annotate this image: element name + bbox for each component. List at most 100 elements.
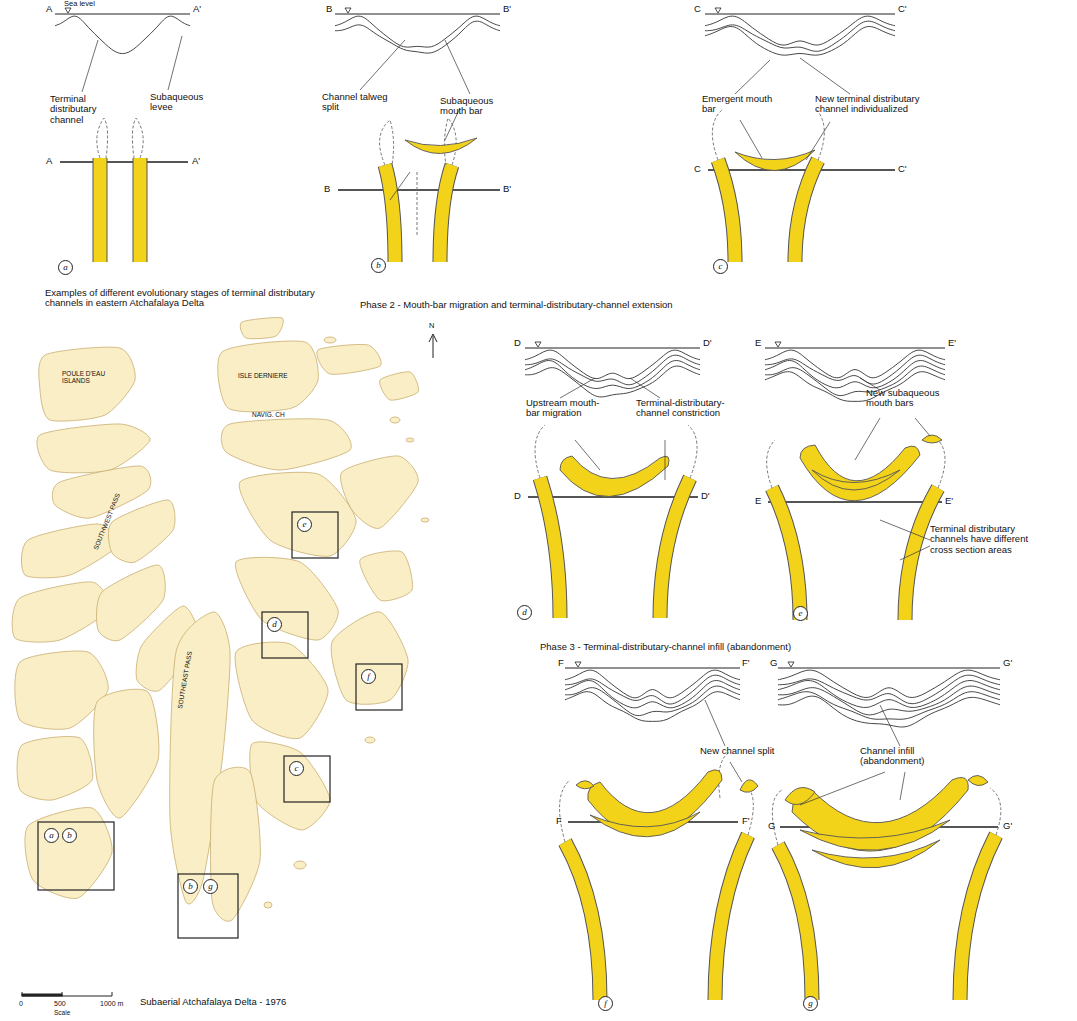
callout-circle: c bbox=[289, 761, 304, 776]
annotation: Terminal distributary channel bbox=[50, 94, 130, 125]
leader-line bbox=[806, 122, 830, 160]
leader-line bbox=[665, 440, 666, 480]
mouth-bar bbox=[740, 780, 758, 792]
section-letter: F bbox=[556, 816, 562, 826]
bathymetric-profile bbox=[765, 360, 945, 387]
map-label: 1000 m bbox=[100, 1000, 123, 1008]
callout-circle: f bbox=[598, 996, 613, 1011]
island bbox=[221, 419, 351, 470]
callout-circle: b bbox=[183, 879, 198, 894]
section-letter: B bbox=[324, 184, 330, 194]
section-letter: E bbox=[755, 496, 761, 506]
bathymetric-profile bbox=[335, 21, 500, 53]
annotation: Subaqueous mouth bar bbox=[440, 96, 512, 117]
callout-letter: e bbox=[799, 609, 803, 618]
sea-level-symbol bbox=[788, 662, 794, 667]
islet bbox=[294, 861, 306, 869]
annotation: New channel split bbox=[700, 746, 790, 756]
subaqueous-levee bbox=[440, 165, 452, 262]
callout-letter: g bbox=[208, 882, 213, 891]
section-letter: E' bbox=[945, 496, 953, 506]
islet bbox=[264, 902, 272, 908]
subaqueous-levee bbox=[718, 160, 735, 262]
levee-extension bbox=[990, 788, 1001, 835]
subaqueous-levee bbox=[385, 165, 395, 262]
callout-letter: c bbox=[295, 764, 299, 773]
annotation: Channel talweg split bbox=[322, 92, 394, 113]
section-line bbox=[768, 501, 942, 503]
bathymetric-profile bbox=[565, 692, 740, 722]
annotation: Upstream mouth-bar migration bbox=[526, 398, 608, 419]
callout-circle: f bbox=[361, 669, 376, 684]
mouth-bar bbox=[576, 781, 594, 789]
island bbox=[341, 456, 419, 529]
location-box bbox=[284, 756, 330, 802]
callout-circle: b bbox=[371, 258, 386, 273]
callout-letter: a bbox=[63, 263, 68, 272]
mouth-bar bbox=[968, 775, 988, 785]
leader-line bbox=[575, 440, 600, 470]
islet bbox=[406, 438, 414, 442]
section-letter: C' bbox=[898, 164, 907, 174]
callout-letter: f bbox=[367, 672, 370, 681]
section-line bbox=[708, 169, 895, 171]
islet bbox=[390, 417, 400, 423]
levee-extension bbox=[815, 108, 824, 160]
annotation: New subaqueous mouth bars bbox=[866, 388, 950, 409]
callout-circle: d bbox=[517, 605, 532, 620]
section-letter: C' bbox=[898, 4, 907, 14]
annotation: New terminal distributary channel indivi… bbox=[815, 94, 935, 115]
levee-extension bbox=[132, 118, 143, 158]
callout-circle: c bbox=[713, 259, 728, 274]
mouth-bar bbox=[785, 788, 815, 805]
subaqueous-levee bbox=[660, 478, 690, 618]
annotation: Emergent mouth bar bbox=[702, 94, 774, 115]
bathymetric-profile bbox=[565, 670, 740, 698]
cross-section bbox=[565, 662, 740, 721]
section-letter: D' bbox=[701, 491, 710, 501]
cross-section bbox=[335, 8, 500, 53]
section-letter: A' bbox=[193, 4, 201, 14]
cross-section bbox=[525, 342, 700, 397]
leader-line bbox=[705, 700, 725, 746]
section-letter: N bbox=[429, 322, 434, 330]
section-letter: B' bbox=[503, 184, 511, 194]
leader-line bbox=[800, 58, 850, 94]
callout-circle: g bbox=[803, 996, 818, 1011]
subaqueous-levee bbox=[960, 835, 996, 1000]
bathymetric-profile bbox=[778, 680, 1000, 707]
callout-letter: c bbox=[719, 262, 723, 271]
channel-banks bbox=[100, 158, 996, 1000]
leader-line bbox=[880, 520, 930, 540]
island bbox=[39, 347, 136, 421]
bathymetric-profile bbox=[525, 366, 700, 397]
sea-level-symbol bbox=[715, 8, 721, 13]
north-arrow bbox=[429, 334, 437, 358]
island bbox=[331, 612, 408, 704]
leader-line bbox=[915, 418, 930, 436]
map-label: Sea level bbox=[64, 0, 95, 8]
island bbox=[17, 737, 93, 801]
cross-section bbox=[705, 8, 895, 55]
callout-letter: a bbox=[49, 831, 54, 840]
callout-letter: g bbox=[808, 999, 813, 1008]
section-letter: B' bbox=[503, 4, 511, 14]
levee-extension bbox=[772, 790, 782, 845]
mouth-bar bbox=[922, 435, 942, 443]
leader-line bbox=[880, 705, 900, 746]
callout-letter: b bbox=[67, 831, 72, 840]
island bbox=[37, 424, 150, 473]
section-letter: D bbox=[514, 338, 521, 348]
leader-line bbox=[360, 40, 405, 90]
mouth-bar bbox=[735, 150, 815, 171]
bathymetric-profile bbox=[55, 16, 190, 53]
section-line bbox=[60, 161, 188, 163]
subaqueous-levee bbox=[715, 835, 748, 1000]
map-label: NAVIG. CH bbox=[252, 411, 285, 418]
map-label: 500 bbox=[54, 1000, 66, 1008]
island bbox=[360, 551, 413, 601]
island bbox=[250, 742, 330, 830]
islet bbox=[421, 518, 429, 522]
subaqueous-levee bbox=[795, 160, 818, 262]
